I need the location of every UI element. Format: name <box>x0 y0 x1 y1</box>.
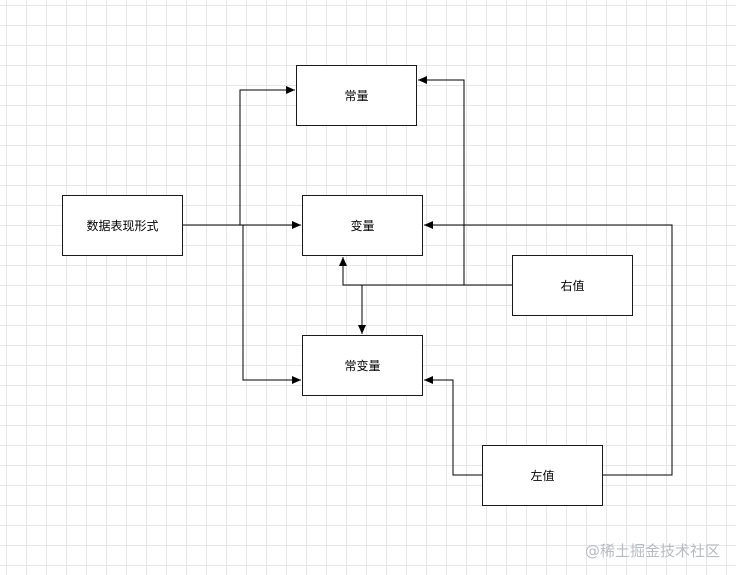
edge-lvalue-to-const-variable <box>424 376 482 476</box>
node-rvalue[interactable]: 右值 <box>512 255 633 316</box>
edge-data-forms-to-constant <box>183 86 295 226</box>
watermark: @稀土掘金技术社区 <box>584 542 720 560</box>
node-constant[interactable]: 常量 <box>296 65 417 126</box>
node-data-forms[interactable]: 数据表现形式 <box>62 195 183 256</box>
edge-rvalue-to-variable <box>339 257 464 286</box>
node-lvalue[interactable]: 左值 <box>482 445 603 506</box>
edge-lvalue-to-variable <box>424 221 673 476</box>
edge-data-forms-to-const-variable <box>240 224 301 384</box>
node-const-variable[interactable]: 常变量 <box>302 335 423 396</box>
edge-rvalue-to-constant <box>418 76 512 286</box>
node-variable[interactable]: 变量 <box>302 195 423 256</box>
